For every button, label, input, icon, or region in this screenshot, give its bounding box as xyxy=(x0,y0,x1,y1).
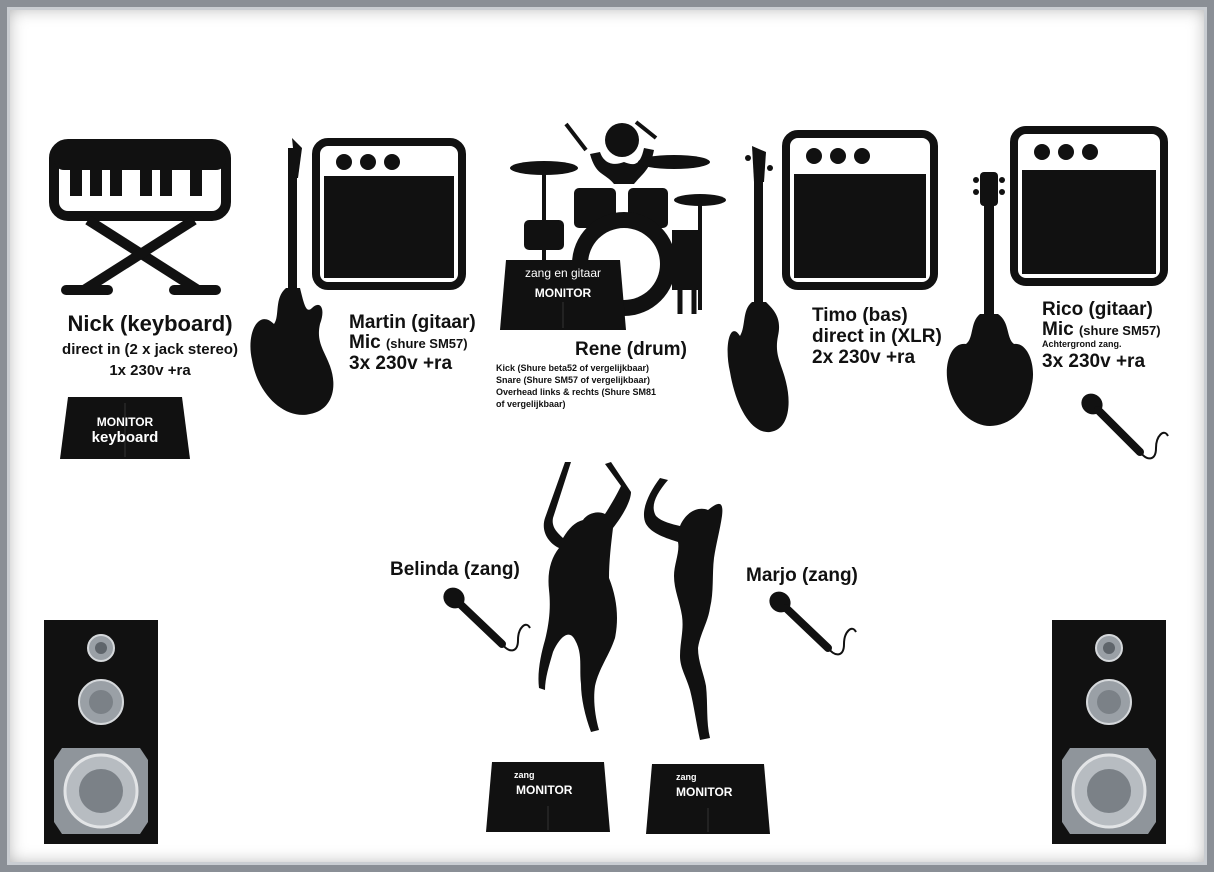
microphone-icon xyxy=(766,588,860,662)
singer-silhouette-icon xyxy=(535,458,639,734)
microphone-icon xyxy=(440,584,534,658)
bassist-timo-name: Timo (bas) xyxy=(812,306,908,327)
keyboard-power-text: 1x 230v +ra xyxy=(20,363,280,379)
bassist-timo-power: 2x 230v +ra xyxy=(812,348,915,369)
keyboard-monitor-sublabel: keyboard xyxy=(58,430,192,446)
mic-model: (shure SM57) xyxy=(386,336,468,351)
stage-monitor-icon xyxy=(484,760,612,836)
mic-prefix: Mic xyxy=(1042,319,1074,340)
pa-speaker-icon xyxy=(1052,620,1166,844)
marjo-monitor-label: zang xyxy=(676,773,697,782)
guitar-amp-icon xyxy=(312,138,466,290)
guitarist-rico-power: 3x 230v +ra xyxy=(1042,352,1145,373)
guitarist-rico-name: Rico (gitaar) xyxy=(1042,300,1153,321)
stage-monitor-icon xyxy=(644,762,772,838)
bassist-timo-input: direct in (XLR) xyxy=(812,327,942,348)
guitarist-martin-name: Martin (gitaar) xyxy=(349,313,476,334)
drum-detail-kick: Kick (Shure beta52 of vergelijkbaar) xyxy=(496,364,649,374)
guitarist-rico-backing: Achtergrond zang. xyxy=(1042,340,1122,350)
guitarist-rico-mic: Mic (shure SM57) xyxy=(1042,320,1161,341)
mic-prefix: Mic xyxy=(349,332,381,353)
microphone-icon xyxy=(1078,390,1170,466)
keyboard-monitor-label: MONITOR xyxy=(58,416,192,429)
drum-detail-overhead-cont: of vergelijkbaar) xyxy=(496,400,566,410)
singer-marjo-name: Marjo (zang) xyxy=(746,566,858,587)
belinda-monitor-label: zang xyxy=(514,771,535,780)
keyboard-player-name: Nick (keyboard) xyxy=(30,312,270,336)
mic-model: (shure SM57) xyxy=(1079,323,1161,338)
drummer-rene-name: Rene (drum) xyxy=(575,340,687,361)
marjo-monitor-sublabel: MONITOR xyxy=(676,786,732,799)
guitar-amp-icon xyxy=(1010,126,1168,286)
drum-detail-snare: Snare (Shure SM57 of vergelijkbaar) xyxy=(496,376,650,386)
singer-silhouette-icon xyxy=(640,472,736,742)
guitarist-martin-mic: Mic (shure SM57) xyxy=(349,333,468,354)
guitar-amp-icon xyxy=(782,130,938,290)
keyboard-input-text: direct in (2 x jack stereo) xyxy=(20,342,280,358)
singer-belinda-name: Belinda (zang) xyxy=(390,560,520,581)
guitarist-martin-power: 3x 230v +ra xyxy=(349,354,452,375)
drum-monitor-label: zang en gitaar xyxy=(498,267,628,280)
drum-detail-overhead: Overhead links & rechts (Shure SM81 xyxy=(496,388,656,398)
pa-speaker-icon xyxy=(44,620,158,844)
keyboard-icon xyxy=(48,140,234,300)
belinda-monitor-sublabel: MONITOR xyxy=(516,784,572,797)
drum-monitor-sublabel: MONITOR xyxy=(498,287,628,300)
